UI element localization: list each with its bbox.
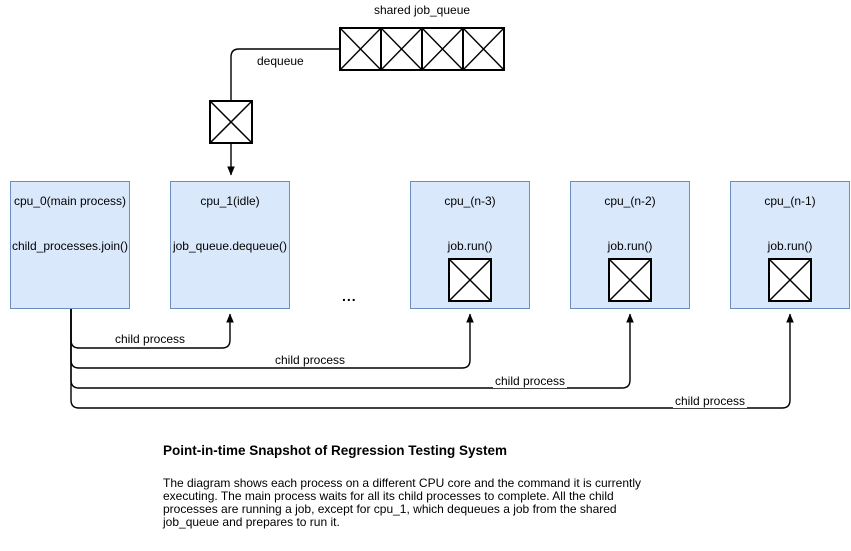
cpu-title: cpu_0(main process) <box>13 194 127 208</box>
caption-body: The diagram shows each process on a diff… <box>163 476 642 529</box>
cpu-box-idle: cpu_1(idle) job_queue.dequeue() <box>170 181 290 309</box>
caption-title: Point-in-time Snapshot of Regression Tes… <box>163 443 508 458</box>
cpu-box-n3: cpu_(n-3) job.run() <box>410 181 530 309</box>
dequeue-edge-label: dequeue <box>257 54 304 68</box>
cpu-command: job.run() <box>607 239 653 253</box>
queue-cell-x-icon <box>339 27 505 71</box>
cpu-box-n1: cpu_(n-1) job.run() <box>730 181 850 309</box>
cpu-command: job.run() <box>447 239 493 253</box>
child-process-edge-label: child process <box>673 394 748 408</box>
cpu-title: cpu_(n-3) <box>444 194 496 208</box>
cpu-command: job_queue.dequeue() <box>172 239 288 253</box>
child-process-edge-label: child process <box>113 332 188 346</box>
cpu-box-main: cpu_0(main process) child_processes.join… <box>10 181 130 309</box>
ellipsis-label: ... <box>342 288 357 304</box>
job-queue-shape <box>339 27 505 71</box>
cpu-title: cpu_(n-2) <box>604 194 656 208</box>
child-process-edge-label: child process <box>273 353 348 367</box>
job-queue-outline <box>339 27 505 71</box>
job-x-icon <box>209 100 253 144</box>
cpu-command: child_processes.join() <box>11 239 129 253</box>
cpu-title: cpu_1(idle) <box>200 194 260 208</box>
cpu-title: cpu_(n-1) <box>764 194 816 208</box>
cpu-command: job.run() <box>767 239 813 253</box>
queue-label: shared job_queue <box>373 3 471 17</box>
dequeued-job-box <box>209 100 253 144</box>
cpu-box-n2: cpu_(n-2) job.run() <box>570 181 690 309</box>
child-process-edge-label: child process <box>493 374 568 388</box>
